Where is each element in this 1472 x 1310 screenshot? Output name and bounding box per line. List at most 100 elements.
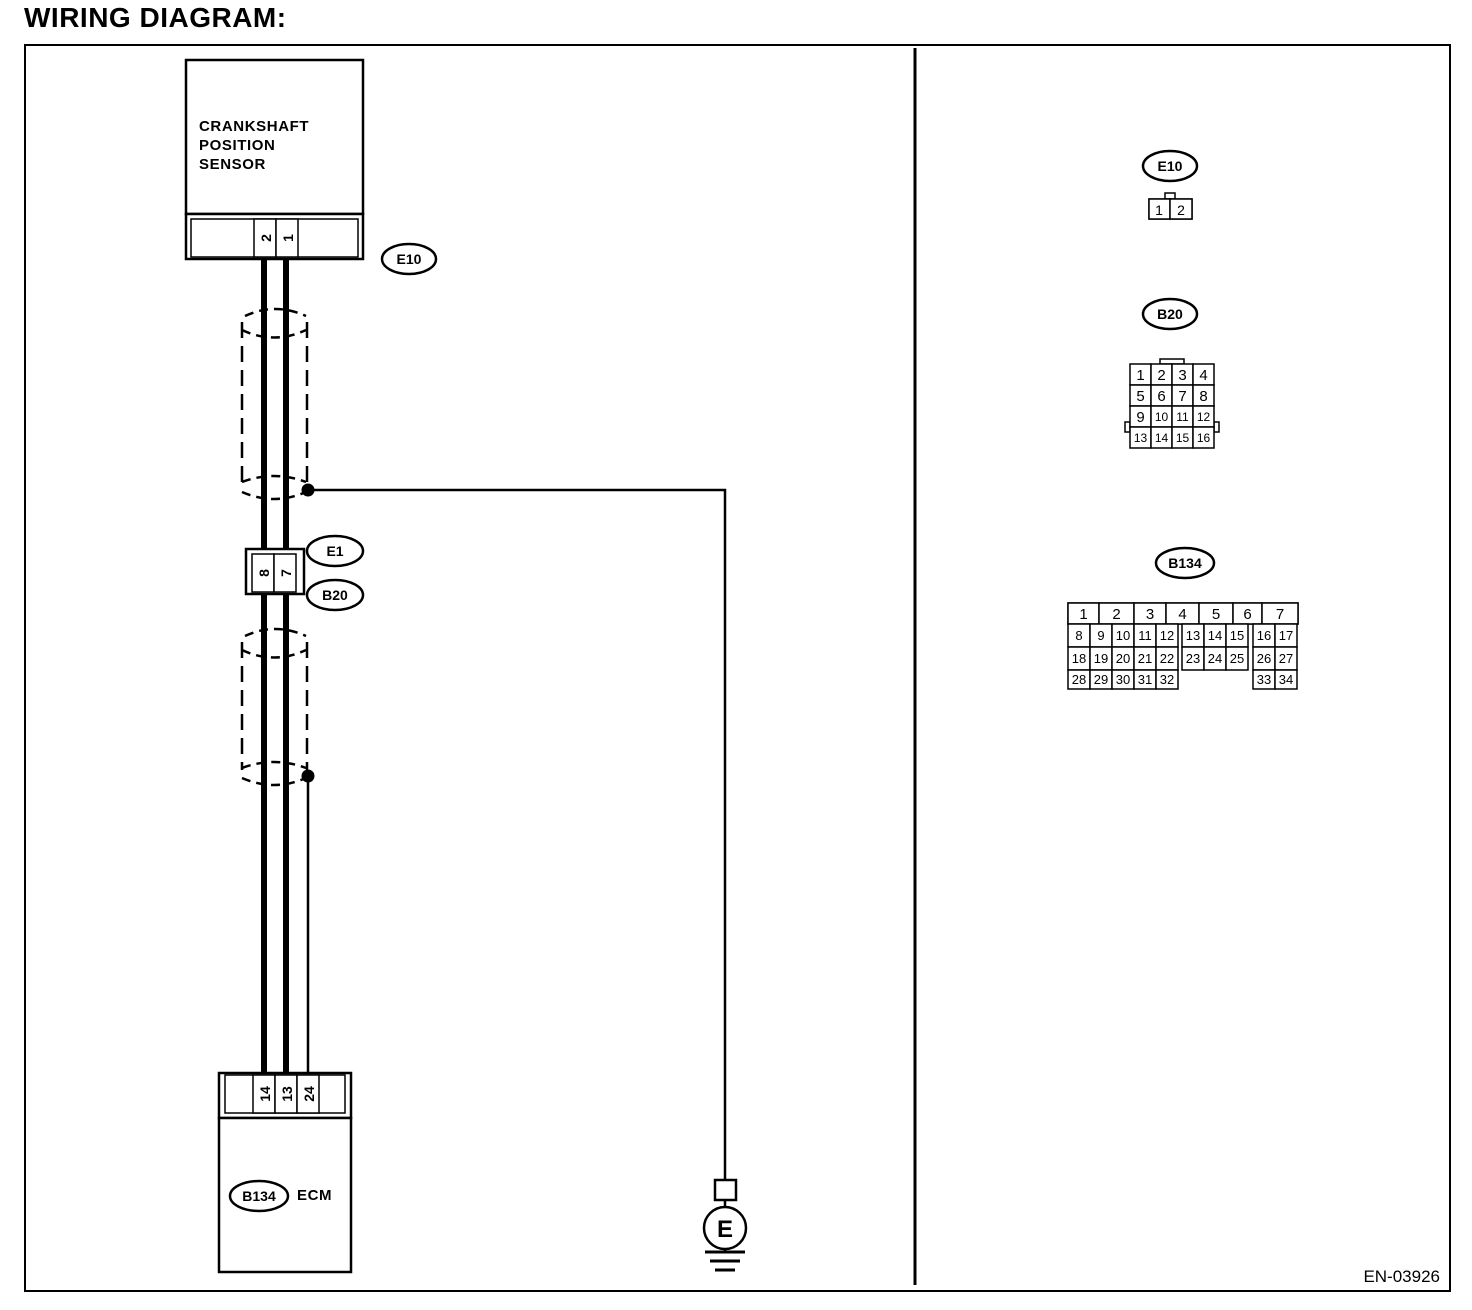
- b20-view-pin-1-label: 1: [1136, 367, 1144, 384]
- b20-view-pin-12-label: 12: [1197, 410, 1211, 424]
- sensor-label-line-1: CRANKSHAFT: [199, 118, 309, 135]
- b134-view-pin-31-label: 31: [1138, 672, 1152, 687]
- b134-view-pin-20-label: 20: [1116, 651, 1130, 666]
- b134-view-pin-4-label: 4: [1178, 606, 1186, 623]
- e10-view-pin-2-label: 2: [1177, 202, 1185, 218]
- b134-view-pin-15-label: 15: [1230, 628, 1244, 643]
- lower-shield-drain-junction: [301, 769, 315, 783]
- sensor-pin-1: [275, 218, 299, 258]
- b134-view-pin-34-label: 34: [1279, 672, 1293, 687]
- b20-view-pin-6-label: 6: [1157, 388, 1165, 405]
- ecm-pin-24: [296, 1074, 320, 1114]
- crankshaft-position-sensor: CRANKSHAFT POSITION SENSOR 2 1: [184, 58, 365, 261]
- b134-view-pin-33-label: 33: [1257, 672, 1271, 687]
- b134-view-pin-3-label: 3: [1146, 606, 1154, 623]
- b134-view-pin-25: [1225, 646, 1249, 671]
- b134-view-pin-17-label: 17: [1279, 628, 1293, 643]
- ecm-label: ECM: [297, 1187, 332, 1204]
- diagram-frame: [24, 44, 1451, 1292]
- b20-view-pin-4-label: 4: [1199, 367, 1207, 384]
- ground-wire: [308, 488, 727, 1180]
- connector-view-e10: E10 1 2: [1141, 149, 1199, 220]
- b20-view-pin-14-label: 14: [1155, 431, 1169, 445]
- joint-badge-e1-label: E1: [326, 543, 343, 559]
- sensor-label-line-2: POSITION: [199, 137, 275, 154]
- b134-view-pin-28-label: 28: [1072, 672, 1086, 687]
- joint-pin-8-label: 8: [256, 569, 272, 577]
- b134-view-pin-9-label: 9: [1097, 628, 1104, 643]
- b134-view-pin-13-label: 13: [1186, 628, 1200, 643]
- connector-view-e10-label: E10: [1158, 158, 1183, 174]
- b134-view-pin-18-label: 18: [1072, 651, 1086, 666]
- joint-connector-badge-e1: E1: [305, 534, 365, 568]
- b134-view-pin-2-label: 2: [1112, 606, 1120, 623]
- b20-view-pin-11-label: 11: [1176, 410, 1189, 424]
- b20-view-pin-7-label: 7: [1178, 388, 1186, 405]
- ecm-connector-badge-label: B134: [242, 1188, 276, 1204]
- connector-view-b134-label: B134: [1168, 555, 1202, 571]
- b20-view-pin-5-label: 5: [1136, 388, 1144, 405]
- b134-view-pin-11-label: 11: [1138, 628, 1152, 643]
- e10-view-pin-2: [1169, 198, 1193, 220]
- sensor-body: [184, 58, 365, 216]
- b134-view-pin-16-label: 16: [1257, 628, 1271, 643]
- b134-view-pin-29-label: 29: [1094, 672, 1108, 687]
- sensor-connector-badge-label: E10: [397, 251, 422, 267]
- b20-view-pin-13-label: 13: [1134, 431, 1148, 445]
- b134-view-pin-34: [1274, 669, 1298, 690]
- joint-pin-7-label: 7: [278, 569, 294, 577]
- b134-view-pin-22-label: 22: [1160, 651, 1174, 666]
- b134-view-pin-19-label: 19: [1094, 651, 1108, 666]
- ground-terminal: [713, 1178, 738, 1202]
- b134-view-pin-10-label: 10: [1116, 628, 1130, 643]
- b134-view-pin-27-label: 27: [1279, 651, 1293, 666]
- ecm-pin-14-label: 14: [257, 1086, 273, 1102]
- b134-view-pin-26-label: 26: [1257, 651, 1271, 666]
- b20-view-pin-9-label: 9: [1136, 409, 1144, 426]
- b20-view-pin-16-label: 16: [1197, 431, 1211, 445]
- lower-shield: [240, 627, 309, 787]
- b134-view-pin-23-label: 23: [1186, 651, 1200, 666]
- b134-view-pin-1-label: 1: [1079, 606, 1087, 623]
- b134-view-pin-32: [1155, 669, 1179, 690]
- sensor-label-line-3: SENSOR: [199, 156, 266, 173]
- b20-view-pin-10-label: 10: [1155, 410, 1169, 424]
- upper-shield: [240, 307, 309, 501]
- b134-view-pin-8-label: 8: [1075, 628, 1082, 643]
- figure-code: EN-03926: [1363, 1267, 1440, 1286]
- b134-view-pin-7-label: 7: [1276, 606, 1284, 623]
- b20-view-pin-8-label: 8: [1199, 388, 1207, 405]
- b134-view-pin-24-label: 24: [1208, 651, 1222, 666]
- sensor-connector-badge: E10: [380, 242, 438, 276]
- joint-connector-badge-b20: B20: [305, 578, 365, 612]
- sensor-pin-1-label: 1: [280, 234, 296, 242]
- b20-view-pin-2-label: 2: [1157, 367, 1165, 384]
- b134-view-pin-12-label: 12: [1160, 628, 1174, 643]
- b134-view-pin-14-label: 14: [1208, 628, 1222, 643]
- ground-symbol: E: [702, 1178, 748, 1272]
- b134-view-pin-5-label: 5: [1212, 606, 1220, 623]
- b134-view-pin-32-label: 32: [1160, 672, 1174, 687]
- e10-view-pin-1-label: 1: [1155, 202, 1163, 218]
- b20-view-pin-3-label: 3: [1178, 367, 1186, 384]
- b134-view-pin-25-label: 25: [1230, 651, 1244, 666]
- connector-view-b20-label: B20: [1157, 306, 1183, 322]
- ecm-pin-24-label: 24: [301, 1086, 317, 1102]
- joint-pin-7: [273, 553, 297, 593]
- joint-connector: 8 7: [244, 547, 306, 596]
- joint-badge-b20-label: B20: [322, 587, 348, 603]
- diagram-heading: WIRING DIAGRAM:: [24, 2, 287, 33]
- b134-view-pin-6-label: 6: [1243, 606, 1251, 623]
- b20-view-pin-16: [1192, 426, 1215, 449]
- ecm-unit: 14 13 24 B134 ECM: [217, 1071, 353, 1274]
- ecm-pin-13-label: 13: [279, 1086, 295, 1102]
- b134-view-pin-30-label: 30: [1116, 672, 1130, 687]
- b20-view-pin-15-label: 15: [1176, 431, 1190, 445]
- ground-label: E: [717, 1216, 733, 1243]
- sensor-pin-2-label: 2: [258, 234, 274, 242]
